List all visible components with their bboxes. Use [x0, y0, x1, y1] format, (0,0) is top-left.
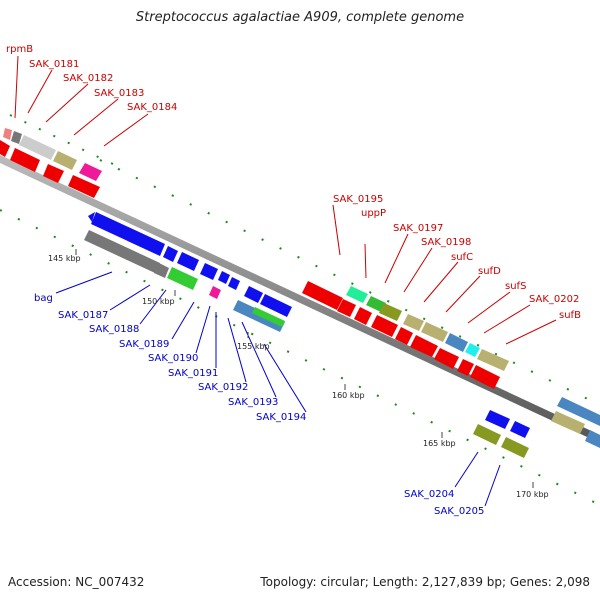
map-title: Streptococcus agalactiae A909, complete …	[135, 10, 465, 25]
gene-SAK_0192[interactable]	[228, 277, 240, 290]
scale-label-160: 160 kbp	[332, 391, 365, 400]
gene-SAK_0204[interactable]	[473, 424, 501, 445]
scale-label-165: 165 kbp	[423, 439, 456, 448]
gene-red-12[interactable]	[457, 359, 474, 376]
gene-red-6[interactable]	[337, 299, 356, 317]
label-SAK_0198: SAK_0198	[421, 237, 471, 248]
gene-red-9[interactable]	[395, 327, 413, 345]
gene-SAK_0183[interactable]	[53, 151, 77, 170]
label-sufS: sufS	[505, 281, 526, 292]
label-uppP: uppP	[361, 208, 386, 219]
gene-sufD[interactable]	[445, 333, 468, 352]
genome-backbone	[0, 155, 600, 443]
gene-SAK_0205[interactable]	[501, 437, 529, 458]
gene-green-2[interactable]	[252, 307, 285, 327]
gene-sufC[interactable]	[421, 322, 448, 342]
scale-label-155: 155 kbp	[237, 342, 270, 351]
gene-SAK_0202[interactable]	[477, 349, 509, 371]
label-sufC: sufC	[451, 252, 473, 263]
label-SAK_0202: SAK_0202	[529, 294, 579, 305]
gene-blue-5[interactable]	[510, 421, 530, 438]
gene-SAK_0187[interactable]	[84, 230, 160, 273]
reverse-strand-genes	[84, 212, 600, 458]
gene-red-3[interactable]	[43, 164, 64, 183]
gene-SAK_0198[interactable]	[403, 314, 424, 331]
gene-red-4[interactable]	[68, 175, 100, 198]
gene-SAK_0193[interactable]	[244, 286, 263, 303]
gene-bag[interactable]	[91, 212, 165, 256]
label-SAK_0188: SAK_0188	[89, 324, 139, 335]
gene-SAK_0197[interactable]	[379, 303, 402, 321]
gene-sufS[interactable]	[465, 343, 480, 357]
gene-steelblue-3[interactable]	[585, 430, 600, 448]
gene-SAK_0182[interactable]	[19, 135, 56, 160]
gene-red-10[interactable]	[410, 335, 438, 357]
tick-track-lower	[0, 209, 600, 506]
gene-SAK_0181[interactable]	[11, 131, 22, 144]
gene-red-1[interactable]	[0, 140, 10, 157]
label-sufD: sufD	[478, 266, 501, 277]
gene-red-5[interactable]	[302, 281, 343, 310]
gene-blue-0[interactable]	[88, 212, 95, 222]
label-SAK_0182: SAK_0182	[63, 73, 113, 84]
gene-SAK_0195[interactable]	[346, 286, 368, 303]
gene-red-11[interactable]	[434, 348, 459, 369]
gene-steelblue-1[interactable]	[557, 397, 600, 426]
scale-ticks	[75, 249, 534, 488]
forward-strand-genes	[0, 128, 600, 434]
gene-blue-3[interactable]	[200, 263, 218, 280]
gene-SAK_0188[interactable]	[154, 263, 169, 278]
label-SAK_0189: SAK_0189	[119, 339, 169, 350]
gene-blue-1[interactable]	[163, 246, 178, 262]
reverse-label-connectors	[55, 271, 501, 507]
gene-red-7[interactable]	[354, 307, 372, 325]
scale-label-150: 150 kbp	[142, 297, 175, 306]
tick-track-outer	[9, 114, 116, 166]
label-SAK_0184: SAK_0184	[127, 102, 177, 113]
gene-blue-2[interactable]	[177, 252, 199, 271]
forward-label-connectors	[14, 55, 557, 345]
accession-text: Accession: NC_007432	[8, 575, 145, 589]
gene-red-8[interactable]	[371, 315, 398, 337]
gene-uppP[interactable]	[366, 296, 386, 312]
label-SAK_0197: SAK_0197	[393, 223, 443, 234]
gene-SAK_0191[interactable]	[218, 271, 230, 284]
label-SAK_0192: SAK_0192	[198, 382, 248, 393]
label-SAK_0204: SAK_0204	[404, 489, 454, 500]
label-SAK_0190: SAK_0190	[148, 353, 198, 364]
label-bag: bag	[34, 293, 53, 304]
label-SAK_0191: SAK_0191	[168, 368, 218, 379]
forward-labels: rpmB SAK_0181 SAK_0182 SAK_0183 SAK_0184…	[6, 44, 581, 321]
gene-red-13[interactable]	[470, 365, 500, 389]
scale-labels: 145 kbp 150 kbp 155 kbp 160 kbp 165 kbp …	[48, 254, 549, 499]
gene-rpmB[interactable]	[3, 128, 12, 140]
label-SAK_0194: SAK_0194	[256, 412, 306, 423]
label-SAK_0193: SAK_0193	[228, 397, 278, 408]
reverse-labels: bag SAK_0187 SAK_0188 SAK_0189 SAK_0190 …	[34, 293, 484, 517]
label-SAK_0187: SAK_0187	[58, 310, 108, 321]
gene-SAK_0189[interactable]	[167, 267, 198, 290]
scale-label-145: 145 kbp	[48, 254, 81, 263]
gene-SAK_0194[interactable]	[260, 294, 292, 317]
label-SAK_0183: SAK_0183	[94, 88, 144, 99]
label-SAK_0205: SAK_0205	[434, 506, 484, 517]
gene-SAK_0184[interactable]	[79, 163, 102, 181]
label-sufB: sufB	[559, 310, 581, 321]
gene-SAK_0190[interactable]	[209, 286, 221, 299]
scale-label-170: 170 kbp	[516, 490, 549, 499]
label-rpmB: rpmB	[6, 44, 33, 55]
gene-khaki-1[interactable]	[551, 411, 585, 434]
label-SAK_0195: SAK_0195	[333, 194, 383, 205]
topology-text: Topology: circular; Length: 2,127,839 bp…	[260, 575, 590, 589]
label-SAK_0181: SAK_0181	[29, 59, 79, 70]
gene-blue-4[interactable]	[485, 410, 510, 429]
gene-red-2[interactable]	[10, 148, 40, 172]
